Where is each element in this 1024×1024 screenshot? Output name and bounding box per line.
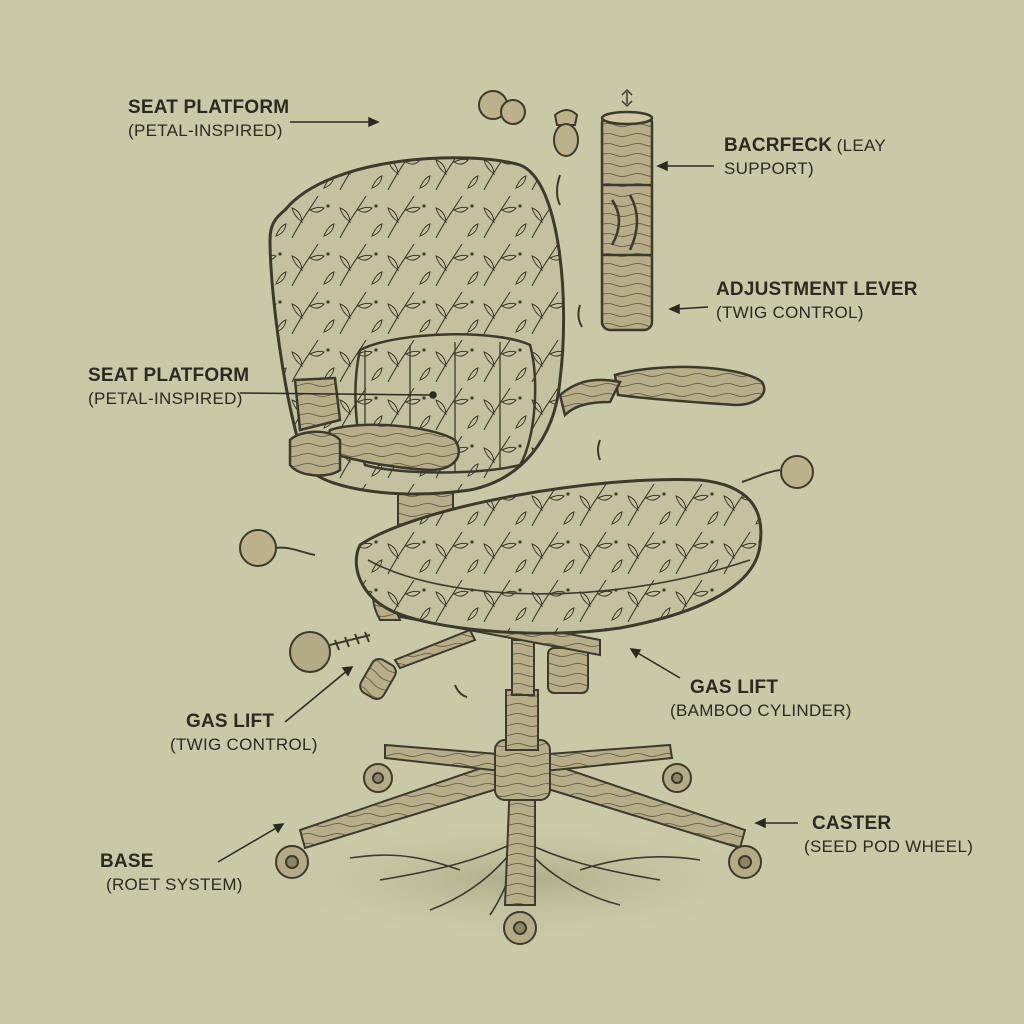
up-down-icon [621,88,633,108]
label-gas-lift-right: GAS LIFT (BAMBOO CYLINDER) [670,676,852,721]
armrest-right [558,365,766,418]
label-adjustment-lever: ADJUSTMENT LEVER (TWIG CONTROL) [716,278,918,323]
bamboo-cylinder-detail [600,110,654,332]
label-title: GAS LIFT [186,711,275,732]
caster-wheels [275,763,762,945]
label-title: BACRFECK [724,135,833,156]
label-subtitle: SUPPORT) [724,158,814,178]
floating-parts [239,90,814,698]
label-subtitle: (ROET SYSTEM) [106,874,243,894]
label-subtitle: (TWIG CONTROL) [716,302,864,322]
label-seat-platform-top: SEAT PLATFORM (PETAL-INSPIRED) [128,96,289,141]
label-title: GAS LIFT [690,677,779,698]
label-subtitle: (BAMBOO CYLINDER) [670,700,852,720]
label-title-tail: (LEAY [836,136,887,155]
label-backrest: BACRFECK (LEAY SUPPORT) [724,134,886,179]
gas-lift-cylinder [505,639,589,751]
label-title: CASTER [812,813,892,834]
seat-cushion [354,477,763,635]
label-title: SEAT PLATFORM [88,365,250,386]
label-title: ADJUSTMENT LEVER [716,279,918,300]
label-subtitle: (PETAL-INSPIRED) [128,120,283,140]
label-subtitle: (SEED POD WHEEL) [804,836,974,856]
label-caster: CASTER (SEED POD WHEEL) [804,812,973,857]
chair-base [298,739,747,906]
label-subtitle: (TWIG CONTROL) [170,734,318,754]
armrest-left [288,376,461,477]
label-base: BASE (ROET SYSTEM) [100,850,243,895]
label-gas-lift-left: GAS LIFT (TWIG CONTROL) [170,710,318,755]
label-subtitle: (PETAL-INSPIRED) [88,388,243,408]
label-seat-platform-mid: SEAT PLATFORM (PETAL-INSPIRED) [88,364,249,409]
label-title: BASE [100,851,154,872]
leader-lines [217,116,798,863]
label-title: SEAT PLATFORM [128,97,290,118]
